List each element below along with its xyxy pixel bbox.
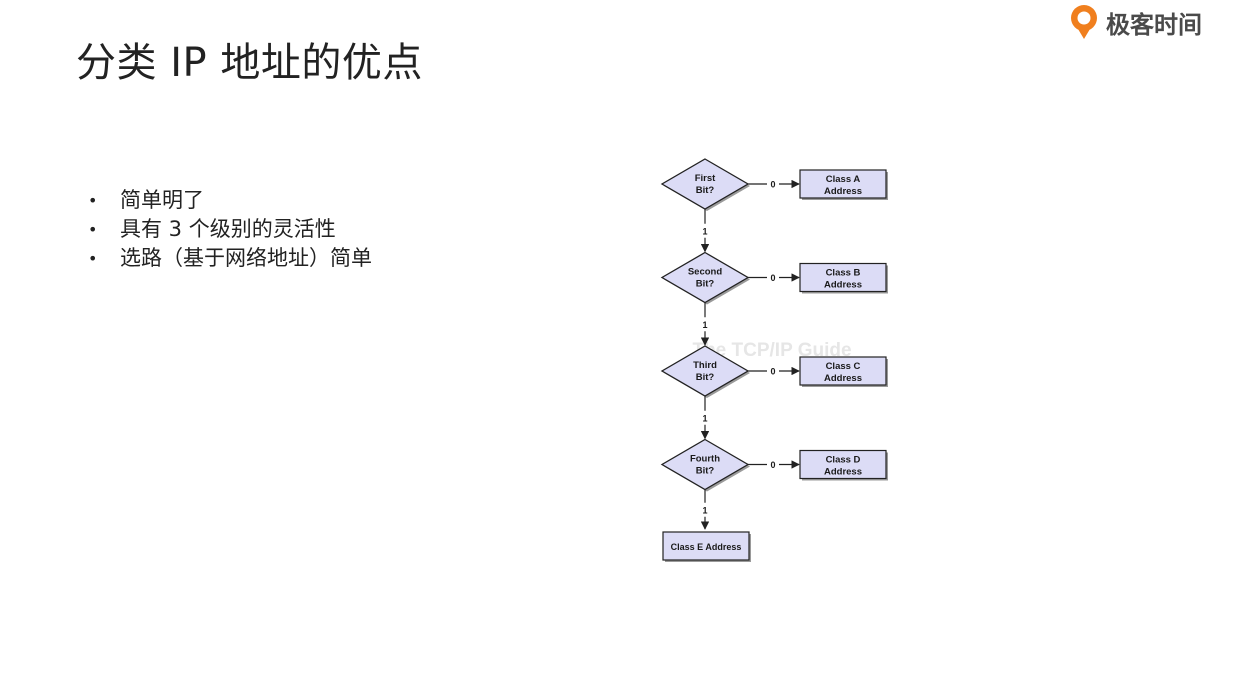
decision-label: Second [688,267,723,278]
decision-label: Bit? [696,372,715,383]
branch-zero-label: 0 [770,460,775,470]
branch-one-label: 1 [702,413,707,423]
result-box [799,356,887,386]
branch-one-label: 1 [702,226,707,236]
result-label: Class A [826,174,861,185]
decision-diamond [660,438,750,491]
final-box [662,531,750,561]
result-box [799,169,887,199]
bullet-text: 具有 3 个级别的灵活性 [120,217,336,241]
branch-zero-label: 0 [770,367,775,377]
result-label: Class C [826,361,861,372]
bullet-dot-icon: • [88,191,98,210]
bullet-text: 选路（基于网络地址）简单 [120,246,372,270]
branch-one-label: 1 [702,505,707,515]
branch-one-label: 1 [702,320,707,330]
logo-pin-icon [1071,5,1097,39]
result-box [799,449,887,480]
bullet-dot-icon: • [88,220,98,239]
bullet-text: 简单明了 [120,188,204,212]
bullet-item: • 选路（基于网络地址）简单 [88,244,372,273]
bullet-list: • 简单明了 • 具有 3 个级别的灵活性 • 选路（基于网络地址）简单 [88,186,372,273]
result-label: Address [824,467,862,478]
decision-label: Bit? [696,279,715,290]
decision-diamond [660,251,750,304]
result-label: Address [824,186,862,197]
decision-label: Bit? [696,466,715,477]
decision-label: Third [693,360,717,371]
bullet-dot-icon: • [88,249,98,268]
decision-label: Fourth [690,454,720,465]
decision-label: First [695,173,716,184]
decision-label: Bit? [696,185,715,196]
bullet-item: • 简单明了 [88,186,372,215]
branch-zero-label: 0 [770,273,775,283]
bullet-item: • 具有 3 个级别的灵活性 [88,215,372,244]
watermark-text: The TCP/IP Guide [692,340,851,361]
page-title: 分类 IP 地址的优点 [76,40,423,86]
decision-diamond [660,158,750,210]
branch-zero-label: 0 [770,180,775,190]
logo-text: 极客时间 [1106,10,1202,39]
result-label: Class B [826,268,861,279]
result-label: Address [824,280,862,291]
result-label: Address [824,373,862,384]
geekbang-logo: 极客时间 [1068,2,1202,42]
result-box [799,262,887,293]
final-label: Class E Address [671,542,742,552]
result-label: Class D [826,455,861,466]
